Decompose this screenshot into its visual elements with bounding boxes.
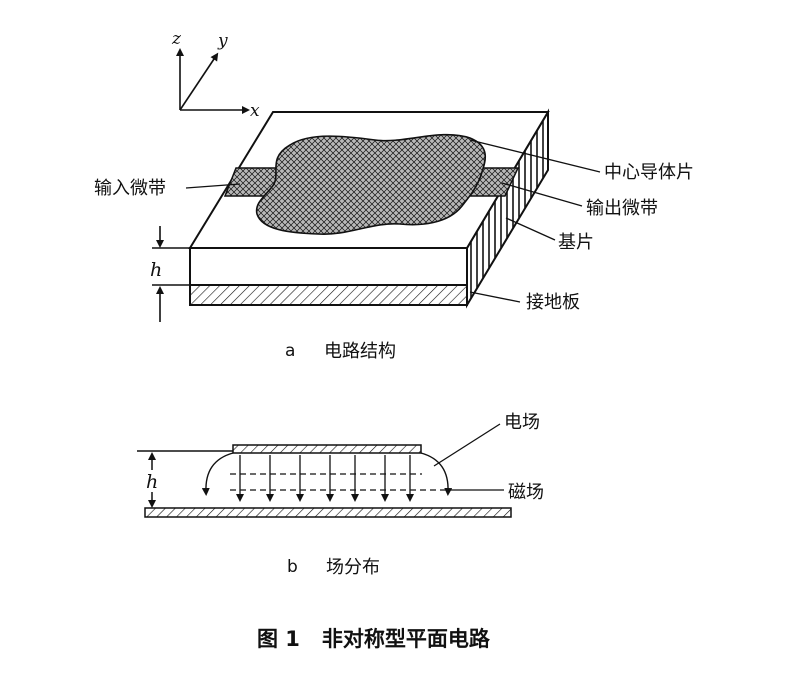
height-label-b: h	[146, 471, 158, 493]
label-output-microstrip: 输出微带	[586, 198, 658, 219]
y-axis-label: y	[217, 31, 228, 51]
label-center-conductor: 中心导体片	[604, 162, 694, 183]
left-fringe-field	[201, 452, 234, 496]
center-conductor	[255, 133, 487, 235]
caption-a-text: 电路结构	[324, 341, 396, 362]
label-electric-field: 电场	[504, 412, 540, 433]
electric-field-arrows	[236, 455, 414, 502]
caption-a-letter: a	[285, 341, 295, 361]
height-dimension-a	[152, 226, 190, 322]
ground-plate	[189, 284, 468, 306]
y-axis	[179, 52, 219, 111]
leader-lines-b	[433, 423, 504, 491]
caption-b-letter: b	[287, 557, 298, 577]
height-dimension-b	[137, 450, 233, 508]
ground-strip	[144, 507, 512, 518]
field-distribution	[144, 444, 512, 518]
substrate-front-face	[189, 247, 468, 286]
circuit-structure	[188, 108, 550, 309]
label-substrate: 基片	[558, 232, 594, 253]
right-fringe-field	[420, 452, 453, 496]
label-magnetic-field: 磁场	[508, 482, 544, 503]
caption-b-text: 场分布	[326, 557, 380, 578]
figure-title: 图 1 非对称型平面电路	[257, 627, 491, 651]
z-axis-label: z	[171, 29, 182, 49]
axes-group	[176, 48, 250, 114]
leader-lines-a	[185, 139, 601, 303]
label-input-microstrip: 输入微带	[94, 178, 166, 199]
label-ground-plate: 接地板	[526, 292, 580, 313]
top-conductor	[232, 444, 422, 454]
height-label-a: h	[150, 259, 162, 281]
x-axis-label: x	[250, 101, 260, 121]
